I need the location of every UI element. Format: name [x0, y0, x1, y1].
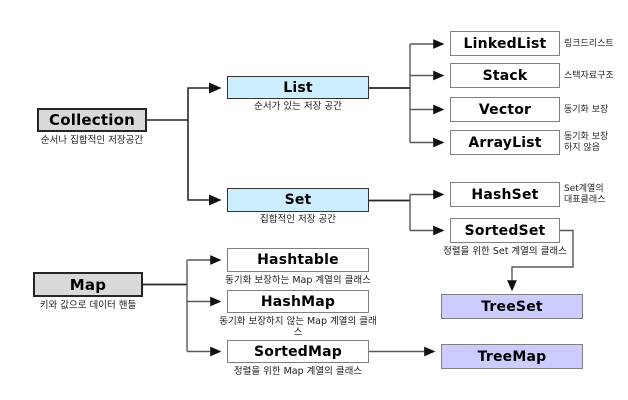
caption-hashmap: 동기화 보장하지 않는 Map 계열의 클래스 [219, 316, 377, 338]
node-hashtable: Hashtable [227, 248, 369, 272]
node-treemap: TreeMap [441, 344, 583, 369]
node-map: Map [33, 272, 143, 297]
annotation-vector: 동기화 보장 [564, 105, 609, 115]
caption-list: 순서가 있는 저장 공간 [254, 101, 342, 112]
annotation-stack: 스택자료구조 [564, 71, 614, 81]
node-stack: Stack [450, 63, 560, 88]
node-set: Set [227, 188, 369, 212]
caption-hashtable: 동기화 보장하는 Map 계열의 클래스 [225, 275, 371, 286]
node-list: List [227, 76, 369, 99]
caption-map: 키와 값으로 데이터 핸들 [39, 300, 137, 311]
annotation-arraylist: 동기화 보장 하지 않음 [564, 132, 609, 153]
caption-sortedmap: 정렬을 위한 Map 계열의 클래스 [233, 366, 363, 377]
node-hashset: HashSet [450, 182, 560, 207]
node-arraylist: ArrayList [450, 130, 560, 155]
caption-sortedset: 정렬을 위한 Set 계열의 클래스 [443, 246, 567, 257]
node-hashmap: HashMap [227, 290, 369, 313]
annotation-hashset: Set계열의 대표클래스 [564, 184, 606, 205]
node-treeset: TreeSet [441, 294, 583, 319]
caption-set: 집합적인 저장 공간 [260, 214, 336, 225]
caption-collection: 순서나 집합적인 저장공간 [40, 135, 144, 146]
node-collection: Collection [37, 108, 147, 132]
annotation-linkedlist: 링크드리스트 [564, 39, 614, 49]
node-vector: Vector [450, 97, 560, 122]
node-sortedmap: SortedMap [227, 340, 369, 363]
node-sortedset: SortedSet [450, 218, 560, 243]
node-linkedlist: LinkedList [450, 31, 560, 56]
